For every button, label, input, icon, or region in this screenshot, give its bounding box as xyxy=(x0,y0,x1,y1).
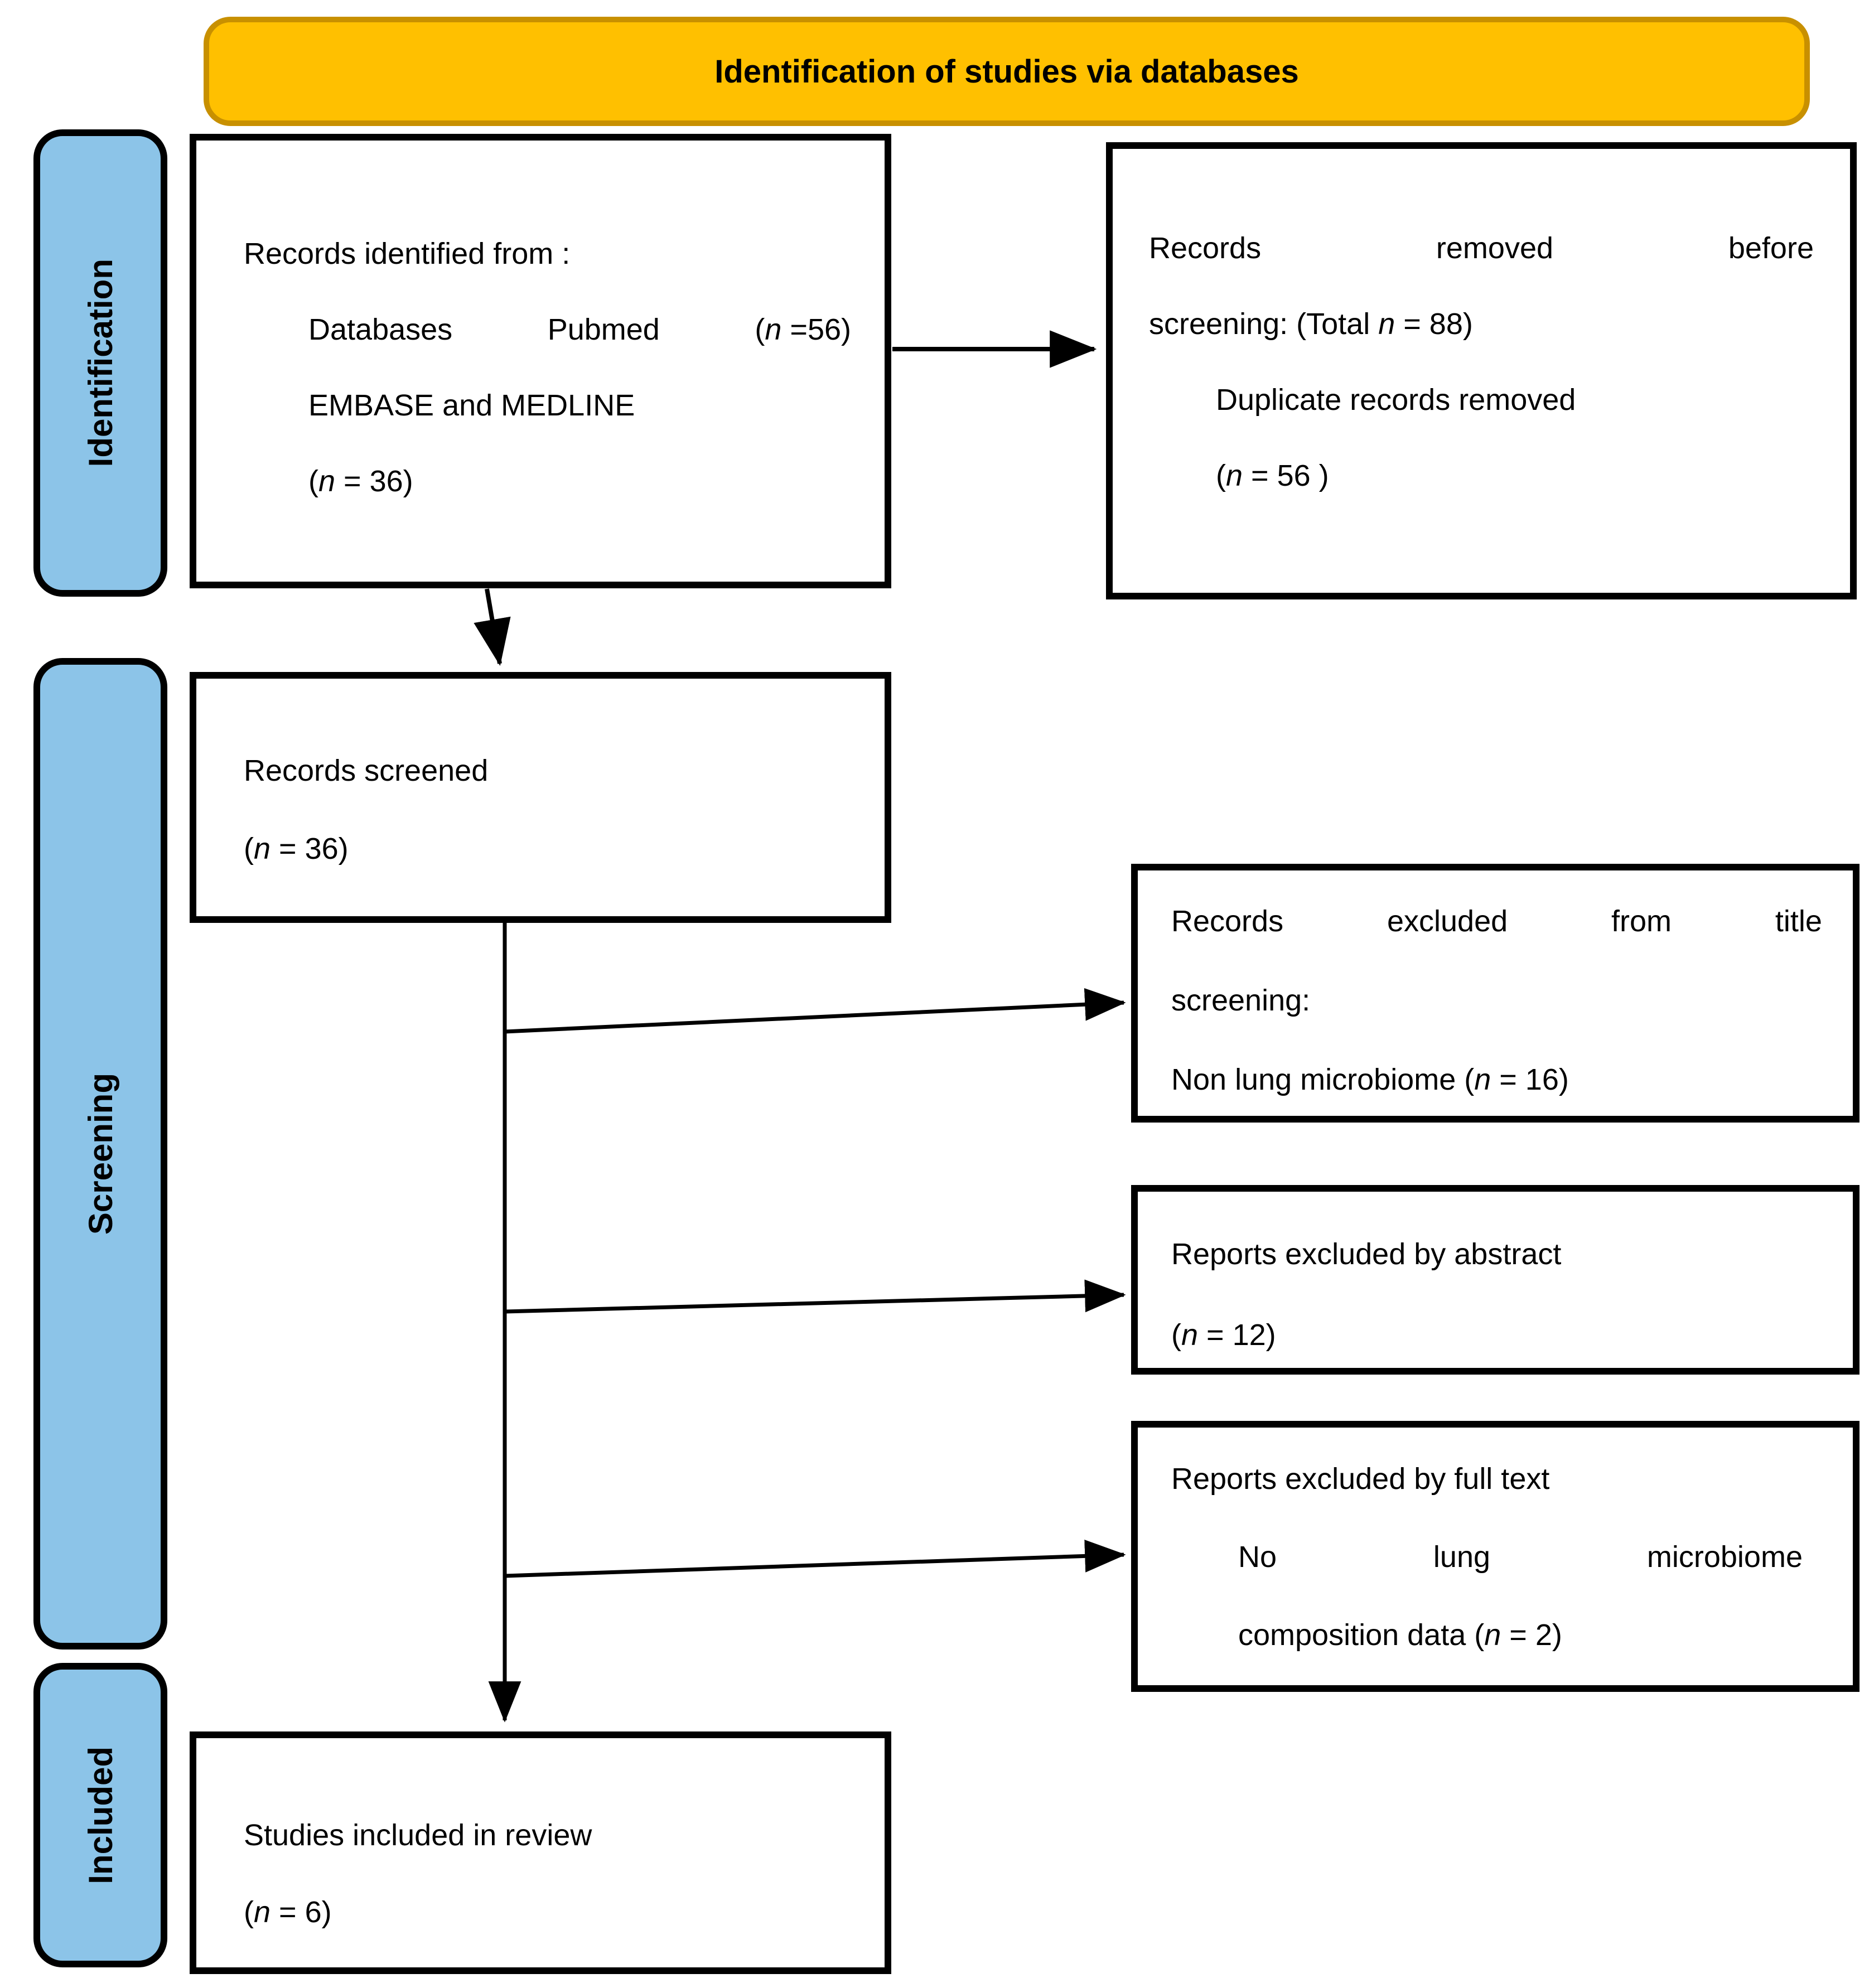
box-studies-included: Studies included in review (n = 6) xyxy=(190,1731,891,1974)
word-pubmed: Pubmed xyxy=(547,313,660,346)
word-title: title xyxy=(1775,904,1822,938)
banner-identification-of-studies: Identification of studies via databases xyxy=(204,17,1810,126)
count-excluded-abstract: (n = 12) xyxy=(1171,1318,1276,1352)
reports-excluded-abstract-label: Reports excluded by abstract xyxy=(1171,1237,1562,1271)
arrow-identified-to-screened xyxy=(474,588,511,666)
word-removed: removed xyxy=(1436,231,1554,265)
count-non-lung-microbiome: Non lung microbiome (n = 16) xyxy=(1171,1063,1569,1096)
records-identified-embase-line: EMBASE and MEDLINE xyxy=(308,389,635,422)
box-records-excluded-title-screening: Records excluded from title screening: N… xyxy=(1131,864,1859,1123)
reports-excluded-fulltext-label: Reports excluded by full text xyxy=(1171,1462,1550,1496)
sidebar-stage-screening: Screening xyxy=(33,658,167,1650)
records-screened-label: Records screened xyxy=(244,754,489,787)
arrow-branch-excluded-title xyxy=(504,988,1126,1034)
word-from: from xyxy=(1611,904,1672,938)
sidebar-label-identification: Identification xyxy=(81,259,119,467)
sidebar-stage-identification: Identification xyxy=(33,129,167,597)
banner-label: Identification of studies via databases xyxy=(714,53,1299,90)
box-records-screened: Records screened (n = 36) xyxy=(190,672,891,923)
records-identified-databases-line: Databases Pubmed (n =56) xyxy=(308,292,851,367)
arrow-branch-excluded-fulltext xyxy=(504,1540,1126,1578)
studies-included-label: Studies included in review xyxy=(244,1818,592,1852)
screening-colon-label: screening: xyxy=(1171,984,1311,1017)
arrow-branch-excluded-abstract xyxy=(504,1279,1126,1314)
count-no-composition-data: composition data (n = 2) xyxy=(1238,1618,1562,1652)
word-microbiome: microbiome xyxy=(1646,1540,1803,1574)
records-removed-title: Records removed before xyxy=(1149,210,1814,286)
word-excluded: excluded xyxy=(1387,904,1508,938)
no-lung-microbiome-line: No lung microbiome xyxy=(1238,1518,1803,1596)
word-records: Records xyxy=(1171,904,1284,938)
word-lung: lung xyxy=(1433,1540,1491,1574)
count-records-screened: (n = 36) xyxy=(244,832,349,865)
box-records-identified: Records identified from : Databases Pubm… xyxy=(190,134,891,588)
count-duplicates-removed: (n = 56 ) xyxy=(1216,459,1329,492)
word-records: Records xyxy=(1149,231,1262,265)
count-studies-included: (n = 6) xyxy=(244,1895,332,1929)
count-pubmed: (n =56) xyxy=(755,313,851,346)
sidebar-label-included: Included xyxy=(81,1746,119,1884)
records-identified-title: Records identified from : xyxy=(244,237,571,270)
box-records-removed-before-screening: Records removed before screening: (Total… xyxy=(1106,142,1857,599)
count-embase-medline: (n = 36) xyxy=(308,465,413,498)
box-reports-excluded-abstract: Reports excluded by abstract (n = 12) xyxy=(1131,1185,1859,1375)
records-removed-total: screening: (Total n = 88) xyxy=(1149,307,1473,341)
sidebar-stage-included: Included xyxy=(33,1663,167,1967)
word-databases: Databases xyxy=(308,313,453,346)
records-excluded-title-line: Records excluded from title xyxy=(1171,882,1822,961)
sidebar-label-screening: Screening xyxy=(81,1072,119,1235)
box-reports-excluded-fulltext: Reports excluded by full text No lung mi… xyxy=(1131,1421,1859,1692)
word-before: before xyxy=(1728,231,1814,265)
word-no: No xyxy=(1238,1540,1277,1574)
duplicate-records-removed-label: Duplicate records removed xyxy=(1216,383,1576,417)
